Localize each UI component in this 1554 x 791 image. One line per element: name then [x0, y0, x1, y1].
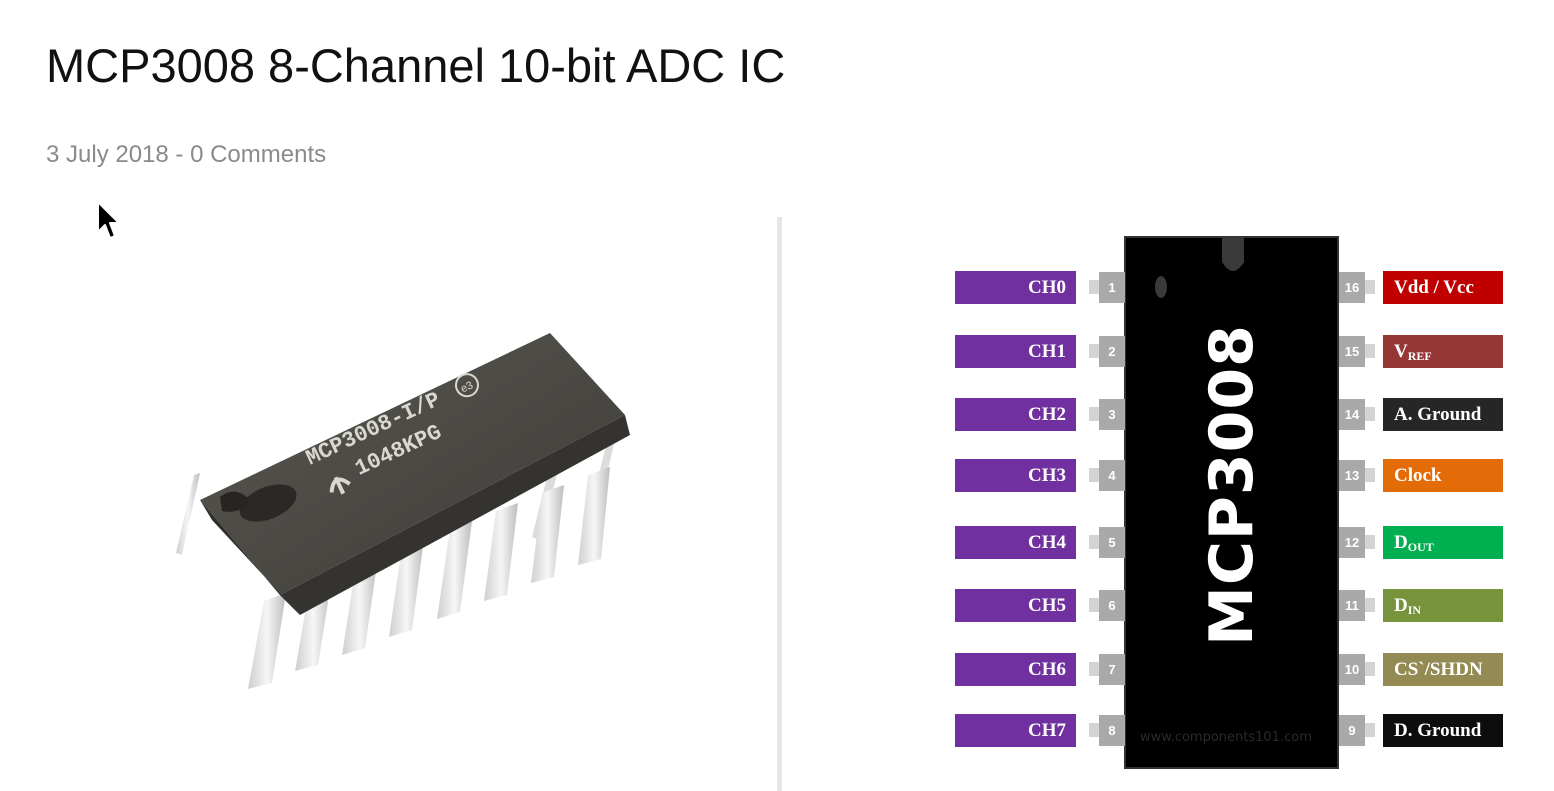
right-pin-lead — [1365, 662, 1375, 676]
right-pin-label-subscript: OUT — [1407, 540, 1434, 554]
left-pin-label: CH3 — [955, 459, 1076, 492]
page-title: MCP3008 8-Channel 10-bit ADC IC — [46, 39, 786, 92]
left-pin-lead — [1089, 598, 1099, 612]
left-pin-label: CH4 — [955, 526, 1076, 559]
left-pin-lead — [1089, 344, 1099, 358]
left-pin-lead — [1089, 535, 1099, 549]
left-pin-label: CH2 — [955, 398, 1076, 431]
right-pin-label: DIN — [1383, 589, 1503, 622]
left-pin-number: 4 — [1099, 460, 1125, 491]
left-pin-number: 7 — [1099, 654, 1125, 685]
right-pin-label-text: D — [1394, 595, 1408, 616]
right-pin-label-subscript: IN — [1407, 603, 1422, 617]
left-pin-number: 1 — [1099, 272, 1125, 303]
right-pin-lead — [1365, 598, 1375, 612]
left-pin-lead — [1089, 723, 1099, 737]
watermark: www.components101.com — [1140, 730, 1312, 745]
right-pin-number: 15 — [1339, 336, 1365, 367]
ic-photo: MCP3008-I/P 1048KPG e3 — [176, 333, 630, 689]
right-pin-label: D. Ground — [1383, 714, 1503, 747]
right-pin-lead — [1365, 344, 1375, 358]
left-pin-label: CH7 — [955, 714, 1076, 747]
pinout-diagram — [1124, 236, 1339, 769]
right-pin-lead — [1365, 723, 1375, 737]
right-pin-label-text: A. Ground — [1394, 404, 1482, 425]
right-pin-number: 10 — [1339, 654, 1365, 685]
right-pin-label: CS`/SHDN — [1383, 653, 1503, 686]
left-pin-number: 2 — [1099, 336, 1125, 367]
left-pin-number: 5 — [1099, 527, 1125, 558]
right-pin-label-text: V — [1394, 341, 1408, 362]
right-pin-label-text: CS`/SHDN — [1394, 659, 1483, 680]
mouse-cursor-icon — [97, 201, 120, 239]
right-pin-number: 11 — [1339, 590, 1365, 621]
left-pin-label: CH6 — [955, 653, 1076, 686]
right-pin-label-text: D. Ground — [1394, 720, 1482, 741]
right-pin-label: VREF — [1383, 335, 1503, 368]
post-meta: 3 July 2018 - 0 Comments — [46, 141, 327, 168]
left-pin-lead — [1089, 280, 1099, 294]
right-pin-label: DOUT — [1383, 526, 1503, 559]
right-pin-label-subscript: REF — [1407, 349, 1432, 363]
right-pin-label-text: Clock — [1394, 465, 1442, 486]
right-pin-lead — [1365, 280, 1375, 294]
left-pin-label: CH5 — [955, 589, 1076, 622]
right-pin-label-text: D — [1394, 532, 1408, 553]
right-pin-label: A. Ground — [1383, 398, 1503, 431]
left-pin-number: 6 — [1099, 590, 1125, 621]
right-pin-label-text: Vdd / Vcc — [1394, 277, 1474, 298]
column-divider — [777, 217, 782, 791]
right-pin-number: 13 — [1339, 460, 1365, 491]
left-pin-lead — [1089, 407, 1099, 421]
left-pin-number: 8 — [1099, 715, 1125, 746]
right-pin-label: Clock — [1383, 459, 1503, 492]
left-pin-lead — [1089, 468, 1099, 482]
left-pin-label: CH0 — [955, 271, 1076, 304]
right-pin-number: 9 — [1339, 715, 1365, 746]
left-pin-number: 3 — [1099, 399, 1125, 430]
left-pin-lead — [1089, 662, 1099, 676]
right-pin-lead — [1365, 407, 1375, 421]
right-pin-label: Vdd / Vcc — [1383, 271, 1503, 304]
microchip-logo-icon — [329, 476, 351, 495]
front-leads — [248, 467, 610, 689]
right-pin-lead — [1365, 468, 1375, 482]
svg-text:e3: e3 — [459, 379, 475, 395]
right-pin-number: 12 — [1339, 527, 1365, 558]
right-pin-lead — [1365, 535, 1375, 549]
right-pin-number: 16 — [1339, 272, 1365, 303]
left-pin-label: CH1 — [955, 335, 1076, 368]
right-pin-number: 14 — [1339, 399, 1365, 430]
